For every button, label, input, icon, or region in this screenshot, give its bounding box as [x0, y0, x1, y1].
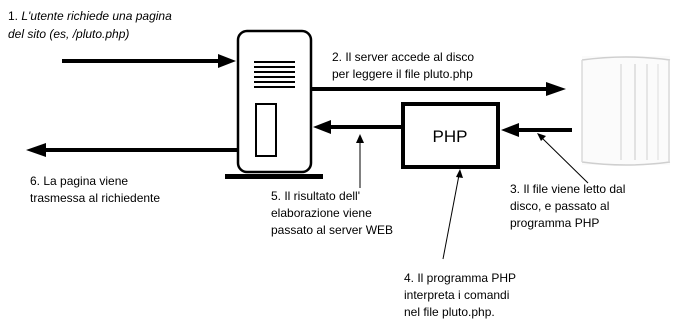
svg-text:5. Il risultato dell': 5. Il risultato dell'	[271, 189, 360, 203]
svg-text:nel file pluto.php.: nel file pluto.php.	[404, 305, 495, 319]
svg-text:6. La pagina viene: 6. La pagina viene	[30, 174, 128, 188]
step4-label: 4. Il programma PHP interpreta i comandi…	[404, 271, 516, 319]
svg-text:passato al server WEB: passato al server WEB	[271, 223, 393, 237]
svg-text:per leggere il file pluto.php: per leggere il file pluto.php	[332, 67, 473, 81]
arrow-server-to-user	[26, 143, 238, 157]
step2-label: 2. Il server accede al disco per leggere…	[332, 50, 474, 81]
server-vent-lines	[254, 61, 295, 88]
svg-text:elaborazione viene: elaborazione viene	[271, 206, 372, 220]
svg-text:del sito (es, /pluto.php): del sito (es, /pluto.php)	[8, 27, 129, 41]
step3-label: 3. Il file viene letto dal disco, e pass…	[510, 182, 625, 230]
server-drive-bay	[255, 103, 277, 157]
svg-text:programma PHP: programma PHP	[510, 216, 599, 230]
svg-text:4. Il programma PHP: 4. Il programma PHP	[404, 271, 516, 285]
svg-text:disco, e passato al: disco, e passato al	[510, 199, 609, 213]
svg-text:trasmessa al richiedente: trasmessa al richiedente	[30, 191, 160, 205]
leader-step4	[442, 169, 463, 260]
php-box-label: PHP	[433, 127, 468, 146]
server-base	[225, 174, 323, 179]
php-interpreter-box: PHP	[401, 102, 500, 169]
arrow-user-to-server	[62, 54, 236, 68]
leader-step5	[356, 134, 364, 188]
svg-text:3. Il file viene letto dal: 3. Il file viene letto dal	[510, 182, 625, 196]
arrow-server-to-disk	[311, 82, 566, 96]
server-icon	[225, 29, 323, 179]
step1-label: 1. L'utente richiede una pagina del sito…	[8, 9, 172, 41]
disk-icon	[581, 56, 671, 166]
step5-label: 5. Il risultato dell' elaborazione viene…	[271, 189, 393, 237]
svg-text:interpreta i comandi: interpreta i comandi	[404, 288, 509, 302]
svg-text:2. Il server accede al disco: 2. Il server accede al disco	[332, 50, 474, 64]
svg-text:1. L'utente richiede una pagin: 1. L'utente richiede una pagina	[8, 9, 172, 23]
step6-label: 6. La pagina viene trasmessa al richiede…	[30, 174, 160, 205]
leader-step3	[537, 133, 589, 184]
arrow-php-to-server	[313, 120, 403, 134]
arrow-disk-to-php	[501, 123, 572, 137]
